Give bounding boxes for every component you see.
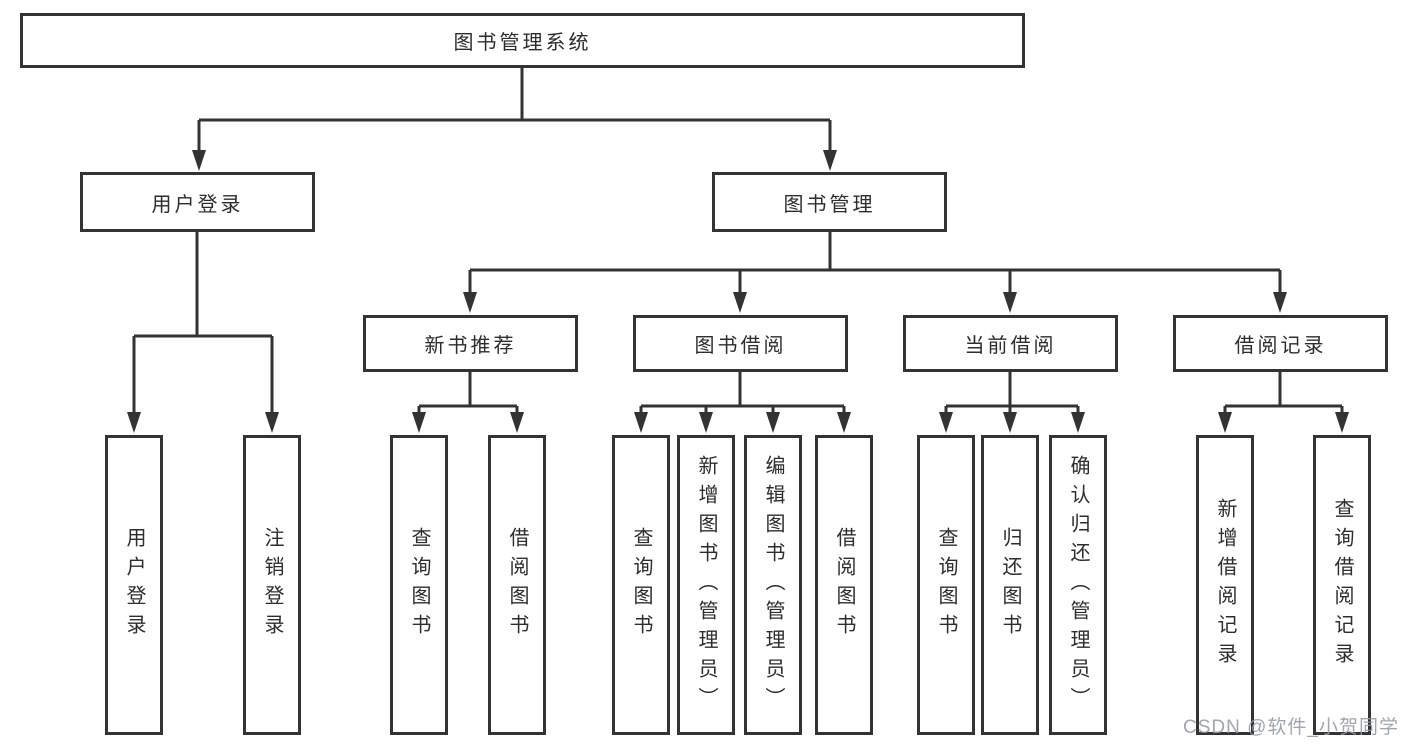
- leaf-return-books-label: 归还图书: [999, 527, 1021, 643]
- leaf-edit-books-admin-label: 编辑图书（管理员）: [762, 454, 784, 716]
- node-book-borrow: 图书借阅: [633, 315, 848, 372]
- connector-borrow-records: [1223, 372, 1344, 414]
- leaf-add-books-admin: 新增图书（管理员）: [677, 435, 735, 735]
- leaf-query-books-current: 查询图书: [917, 435, 975, 735]
- node-new-book-recommend-label: 新书推荐: [424, 335, 517, 357]
- leaf-confirm-return-admin-label: 确认归还（管理员）: [1067, 454, 1089, 716]
- leaf-query-books-current-label: 查询图书: [935, 527, 957, 643]
- node-new-book-recommend: 新书推荐: [363, 315, 578, 372]
- leaf-user-login: 用户登录: [105, 435, 163, 735]
- leaf-return-books: 归还图书: [981, 435, 1039, 735]
- node-book-borrow-label: 图书借阅: [694, 335, 787, 357]
- node-current-borrow: 当前借阅: [903, 315, 1118, 372]
- leaf-borrow-books-recommend: 借阅图书: [488, 435, 546, 735]
- node-root: 图书管理系统: [20, 13, 1025, 68]
- leaf-borrow-books-recommend-label: 借阅图书: [506, 527, 528, 643]
- node-book-management: 图书管理: [712, 172, 947, 232]
- node-book-management-label: 图书管理: [783, 193, 876, 216]
- connector-current-borrow: [944, 372, 1080, 414]
- leaf-add-books-admin-label: 新增图书（管理员）: [695, 454, 717, 716]
- node-borrow-records-label: 借阅记录: [1234, 335, 1327, 357]
- connector-book-management: [468, 232, 1282, 294]
- leaf-logout: 注销登录: [243, 435, 301, 735]
- leaf-query-books-recommend-label: 查询图书: [408, 527, 430, 643]
- node-borrow-records: 借阅记录: [1173, 315, 1388, 372]
- leaf-confirm-return-admin: 确认归还（管理员）: [1049, 435, 1107, 735]
- leaf-query-borrow-record: 查询借阅记录: [1313, 435, 1371, 735]
- leaf-user-login-label: 用户登录: [123, 527, 145, 643]
- node-current-borrow-label: 当前借阅: [964, 335, 1057, 357]
- leaf-query-books-recommend: 查询图书: [390, 435, 448, 735]
- leaf-borrow-books-label: 借阅图书: [833, 527, 855, 643]
- leaf-query-borrow-record-label: 查询借阅记录: [1331, 498, 1353, 672]
- node-user-login: 用户登录: [80, 172, 315, 232]
- connector-book-borrow: [639, 372, 846, 414]
- leaf-edit-books-admin: 编辑图书（管理员）: [744, 435, 802, 735]
- leaf-logout-label: 注销登录: [261, 527, 283, 643]
- node-user-login-label: 用户登录: [151, 193, 244, 216]
- leaf-query-books-borrow-label: 查询图书: [630, 527, 652, 643]
- arrowheads: [127, 150, 1349, 433]
- connector-root: [197, 68, 832, 152]
- leaf-add-borrow-record: 新增借阅记录: [1196, 435, 1254, 735]
- csdn-watermark: CSDN @软件_小贺同学: [1183, 717, 1399, 738]
- connector-user-login: [132, 232, 274, 414]
- node-root-label: 图书管理系统: [453, 32, 592, 54]
- connector-new-book-recommend: [417, 372, 519, 414]
- leaf-borrow-books: 借阅图书: [815, 435, 873, 735]
- leaf-query-books-borrow: 查询图书: [612, 435, 670, 735]
- leaf-add-borrow-record-label: 新增借阅记录: [1214, 498, 1236, 672]
